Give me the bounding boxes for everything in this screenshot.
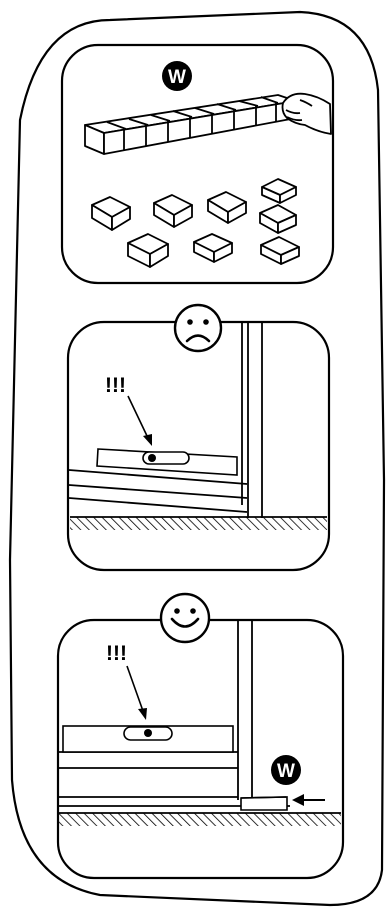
- wedge-shim: [241, 797, 287, 810]
- panel-middle: !!!: [68, 322, 329, 570]
- panel-top: W: [62, 45, 333, 283]
- level-bubble: [148, 454, 156, 462]
- w-badge: W: [162, 61, 192, 91]
- w-badge: W: [271, 755, 301, 785]
- happy-face-icon: [161, 594, 209, 642]
- warning-label: !!!: [106, 642, 127, 665]
- floor-hatch: [59, 813, 341, 826]
- w-badge-label: W: [168, 67, 186, 88]
- warning-label: !!!: [105, 374, 126, 397]
- level-bubble: [144, 729, 152, 737]
- sad-face-icon: [175, 305, 221, 351]
- panel-bottom: !!! W: [58, 620, 343, 878]
- spirit-level: [63, 726, 233, 752]
- floor-hatch: [70, 517, 327, 530]
- w-badge-label: W: [277, 761, 295, 782]
